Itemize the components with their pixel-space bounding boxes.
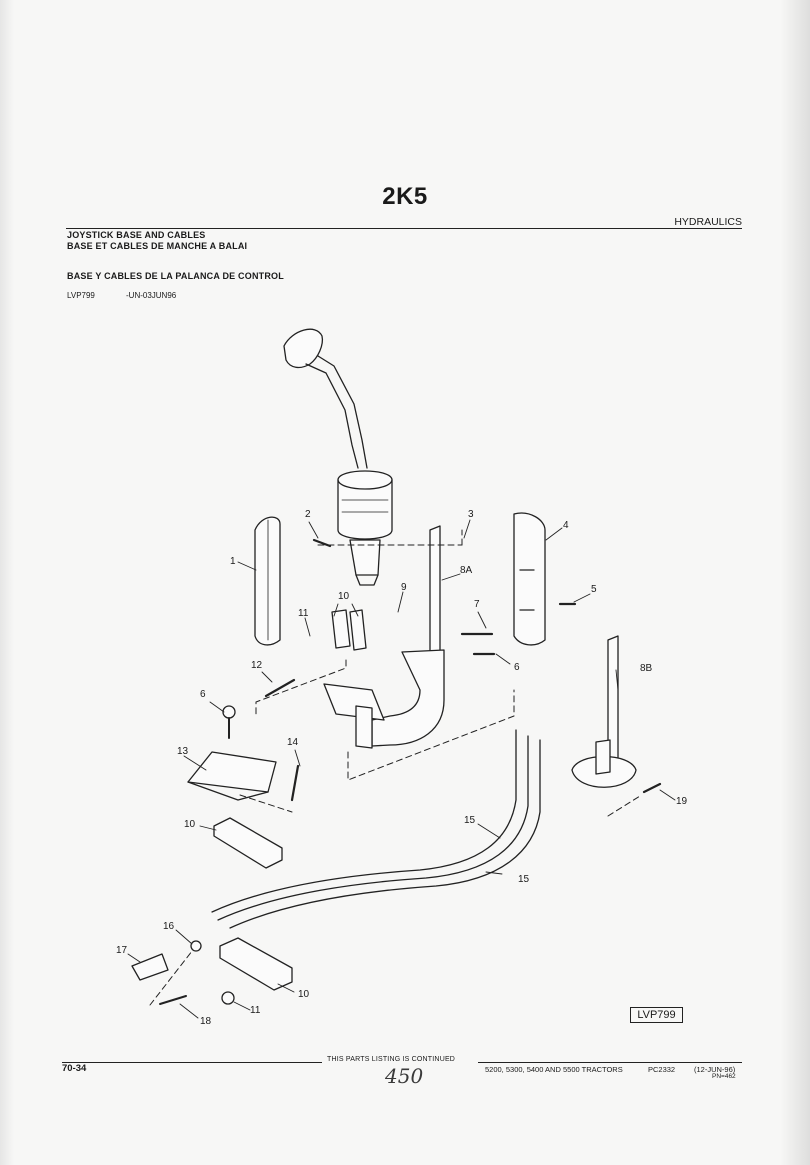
callout-1: 1 — [230, 556, 236, 567]
footer-rule-left — [62, 1062, 322, 1063]
lever-post-8a — [323, 525, 445, 749]
catalog-number: PC2332 — [648, 1065, 676, 1074]
callout-15-lower: 15 — [518, 874, 530, 885]
publication-date: (12-JUN-96) — [694, 1065, 736, 1074]
callout-12: 12 — [251, 660, 263, 671]
title-french: BASE ET CABLES DE MANCHE A BALAI — [67, 241, 248, 251]
scan-right-shadow — [780, 0, 810, 1165]
cable-clamp-upper — [213, 817, 283, 869]
callout-10-bottom: 10 — [298, 989, 310, 1000]
joystick-assembly — [283, 328, 393, 586]
left-cover-half — [254, 516, 281, 646]
callout-2: 2 — [305, 509, 311, 520]
right-cover-half — [513, 512, 546, 646]
scan-left-shadow — [0, 0, 14, 1165]
bracket-13 — [187, 751, 277, 801]
assembly-dashed-lines — [149, 529, 641, 1006]
lever-post-8b — [571, 635, 637, 788]
cable-clamp-lower — [219, 937, 293, 991]
tractor-models: 5200, 5300, 5400 AND 5500 TRACTORS — [485, 1065, 623, 1074]
callout-5: 5 — [591, 584, 597, 595]
callout-6-left: 6 — [200, 689, 206, 700]
page-pn: PN=462 — [712, 1073, 736, 1080]
callout-10-top: 10 — [338, 591, 350, 602]
callout-15-upper: 15 — [464, 815, 476, 826]
callout-3: 3 — [468, 509, 474, 520]
callout-16: 16 — [163, 921, 175, 932]
category-label: HYDRAULICS — [674, 216, 742, 228]
small-clamp-blocks — [331, 609, 367, 651]
leader-lines — [127, 519, 676, 1019]
illustration-ref-code: LVP799 — [67, 291, 95, 300]
callout-6-right: 6 — [514, 662, 520, 673]
callout-18: 18 — [200, 1016, 212, 1027]
callout-7: 7 — [474, 599, 480, 610]
callout-8a: 8A — [460, 565, 473, 576]
callout-14: 14 — [287, 737, 299, 748]
header-rule — [66, 228, 742, 229]
callout-17: 17 — [116, 945, 128, 956]
handwritten-note: 450 — [385, 1064, 424, 1088]
bolts — [131, 538, 662, 1005]
page-number: 70-34 — [62, 1063, 87, 1074]
callout-13: 13 — [177, 746, 189, 757]
footer-rule-right — [478, 1062, 742, 1063]
illustration-ref-date: -UN-03JUN96 — [126, 291, 177, 300]
figure-id-box: LVP799 — [630, 1007, 683, 1023]
continued-notice: THIS PARTS LISTING IS CONTINUED — [327, 1056, 456, 1063]
title-spanish: BASE Y CABLES DE LA PALANCA DE CONTROL — [67, 271, 284, 281]
callout-11-bottom: 11 — [250, 1005, 261, 1016]
callout-9: 9 — [401, 582, 407, 593]
section-code: 2K5 — [382, 183, 428, 210]
callout-8b: 8B — [640, 663, 653, 674]
callout-10-middle: 10 — [184, 819, 196, 830]
callout-11-top: 11 — [298, 608, 309, 619]
callout-19: 19 — [676, 796, 688, 807]
control-cables — [211, 729, 541, 929]
title-english: JOYSTICK BASE AND CABLES — [67, 230, 206, 240]
callout-4: 4 — [563, 520, 569, 531]
